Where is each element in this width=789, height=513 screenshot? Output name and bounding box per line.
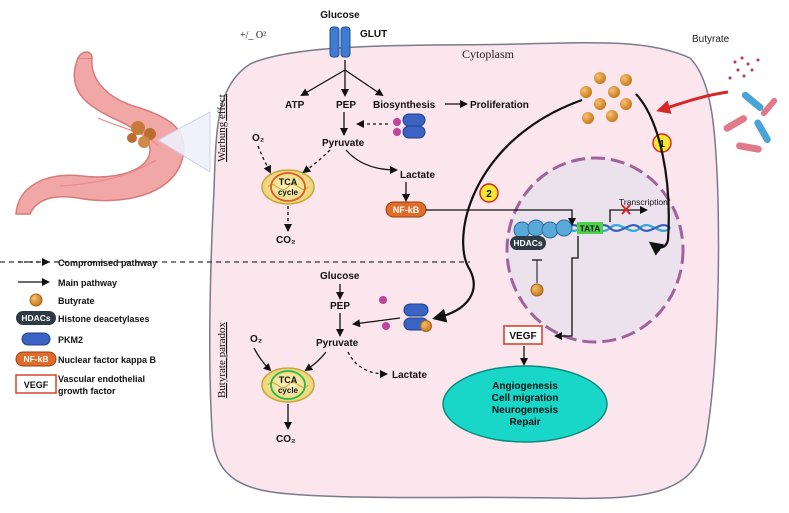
o2-label-bottom: O₂ bbox=[250, 334, 262, 345]
lactate-label-bottom: Lactate bbox=[392, 370, 427, 381]
pkm2-complex-top bbox=[393, 113, 426, 139]
effect-cell-migration: Cell migration bbox=[492, 393, 559, 404]
warburg-section-label: Warbung effect bbox=[216, 94, 228, 162]
vegf-box bbox=[503, 325, 543, 345]
svg-text:TCA: TCA bbox=[279, 177, 298, 187]
svg-text:cycle: cycle bbox=[278, 188, 299, 197]
svg-text:2: 2 bbox=[486, 189, 492, 200]
legend: Compromised pathway Main pathway Butyrat… bbox=[15, 258, 157, 396]
downstream-effects bbox=[442, 365, 608, 443]
butyrate-cluster bbox=[580, 72, 632, 124]
co2-label-top: CO₂ bbox=[276, 235, 295, 246]
legend-hdacs-badge bbox=[16, 311, 56, 325]
pkm2-complex-bottom bbox=[379, 296, 432, 332]
cytoplasm-label: Cytoplasm bbox=[462, 47, 515, 61]
svg-text:cycle: cycle bbox=[278, 386, 299, 395]
glut-label: GLUT bbox=[360, 29, 387, 40]
lactate-label-top: Lactate bbox=[400, 170, 435, 181]
oxygen-label: +/_ O² bbox=[240, 30, 266, 41]
effect-neurogenesis: Neurogenesis bbox=[492, 405, 559, 416]
proliferation-label: Proliferation bbox=[470, 100, 529, 111]
legend-butyrate-symbol bbox=[29, 293, 43, 307]
legend-nfkb-badge bbox=[15, 351, 57, 367]
glut-transporter bbox=[329, 26, 351, 58]
stomach-illustration bbox=[15, 51, 211, 215]
butyrate-to-pkm2-arrow bbox=[432, 98, 583, 323]
butyrate-source-label: Butyrate bbox=[692, 34, 730, 45]
tata-label: TATA bbox=[580, 224, 601, 234]
svg-text:HDACs: HDACs bbox=[21, 313, 51, 323]
tumor-mass bbox=[131, 121, 145, 135]
legend-vegf-badge bbox=[15, 374, 57, 394]
svg-text:1: 1 bbox=[659, 139, 665, 150]
glucose-label: Glucose bbox=[320, 10, 360, 21]
legend-vegf-label-2: growth factor bbox=[58, 386, 116, 396]
paradox-section-label: Butyrate paradox bbox=[216, 321, 228, 398]
o2-label-top: O₂ bbox=[252, 133, 264, 144]
svg-text:VEGF: VEGF bbox=[24, 380, 49, 390]
legend-compromised-label: Compromised pathway bbox=[58, 258, 157, 268]
legend-butyrate-label: Butyrate bbox=[58, 296, 95, 306]
effect-angiogenesis: Angiogenesis bbox=[492, 381, 558, 392]
block-icon bbox=[621, 204, 631, 215]
pep-label-bottom: PEP bbox=[330, 301, 350, 312]
svg-text:TCA: TCA bbox=[279, 375, 298, 385]
atp-label: ATP bbox=[285, 100, 305, 111]
legend-pkm2-label: PKM2 bbox=[58, 335, 83, 345]
zoom-callout bbox=[156, 111, 211, 173]
tca-cycle-top: TCA cycle bbox=[261, 169, 315, 205]
legend-main-label: Main pathway bbox=[58, 278, 117, 288]
nucleus: TATA Transcription HDACs bbox=[505, 156, 685, 344]
svg-text:NF-kB: NF-kB bbox=[23, 354, 48, 364]
pep-label-top: PEP bbox=[336, 100, 356, 111]
stomach-body bbox=[15, 57, 185, 215]
pyruvate-label-bottom: Pyruvate bbox=[316, 338, 359, 349]
transcription-arrow bbox=[609, 206, 648, 222]
svg-text:VEGF: VEGF bbox=[509, 331, 536, 342]
transcription-label: Transcription bbox=[619, 197, 668, 207]
warburg-pathway-arrows bbox=[257, 60, 670, 340]
glucose-label-bottom: Glucose bbox=[320, 271, 360, 282]
legend-pkm2-symbol bbox=[21, 332, 51, 346]
gut-bacteria bbox=[723, 56, 778, 153]
marker-2: 2 bbox=[479, 183, 499, 203]
legend-hdacs-label: Histone deacetylases bbox=[58, 314, 150, 324]
legend-vegf-label: Vascular endothelial bbox=[58, 374, 145, 384]
nucleus-envelope bbox=[505, 156, 685, 344]
legend-nfkb-label: Nuclear factor kappa B bbox=[58, 355, 157, 365]
svg-text:NF-kB: NF-kB bbox=[393, 205, 420, 215]
tca-cycle-bottom: TCA cycle bbox=[261, 367, 315, 403]
hdacs-badge bbox=[510, 236, 546, 250]
tata-box bbox=[577, 222, 603, 234]
butyrate-molecule bbox=[530, 283, 544, 297]
svg-text:HDACs: HDACs bbox=[513, 238, 543, 248]
biosynthesis-label: Biosynthesis bbox=[373, 100, 436, 111]
butyrate-entry-arrow bbox=[656, 90, 729, 114]
pyruvate-label-top: Pyruvate bbox=[322, 138, 365, 149]
co2-label-bottom: CO₂ bbox=[276, 434, 295, 445]
paradox-pathway-arrows bbox=[253, 284, 528, 430]
effect-repair: Repair bbox=[509, 417, 540, 428]
